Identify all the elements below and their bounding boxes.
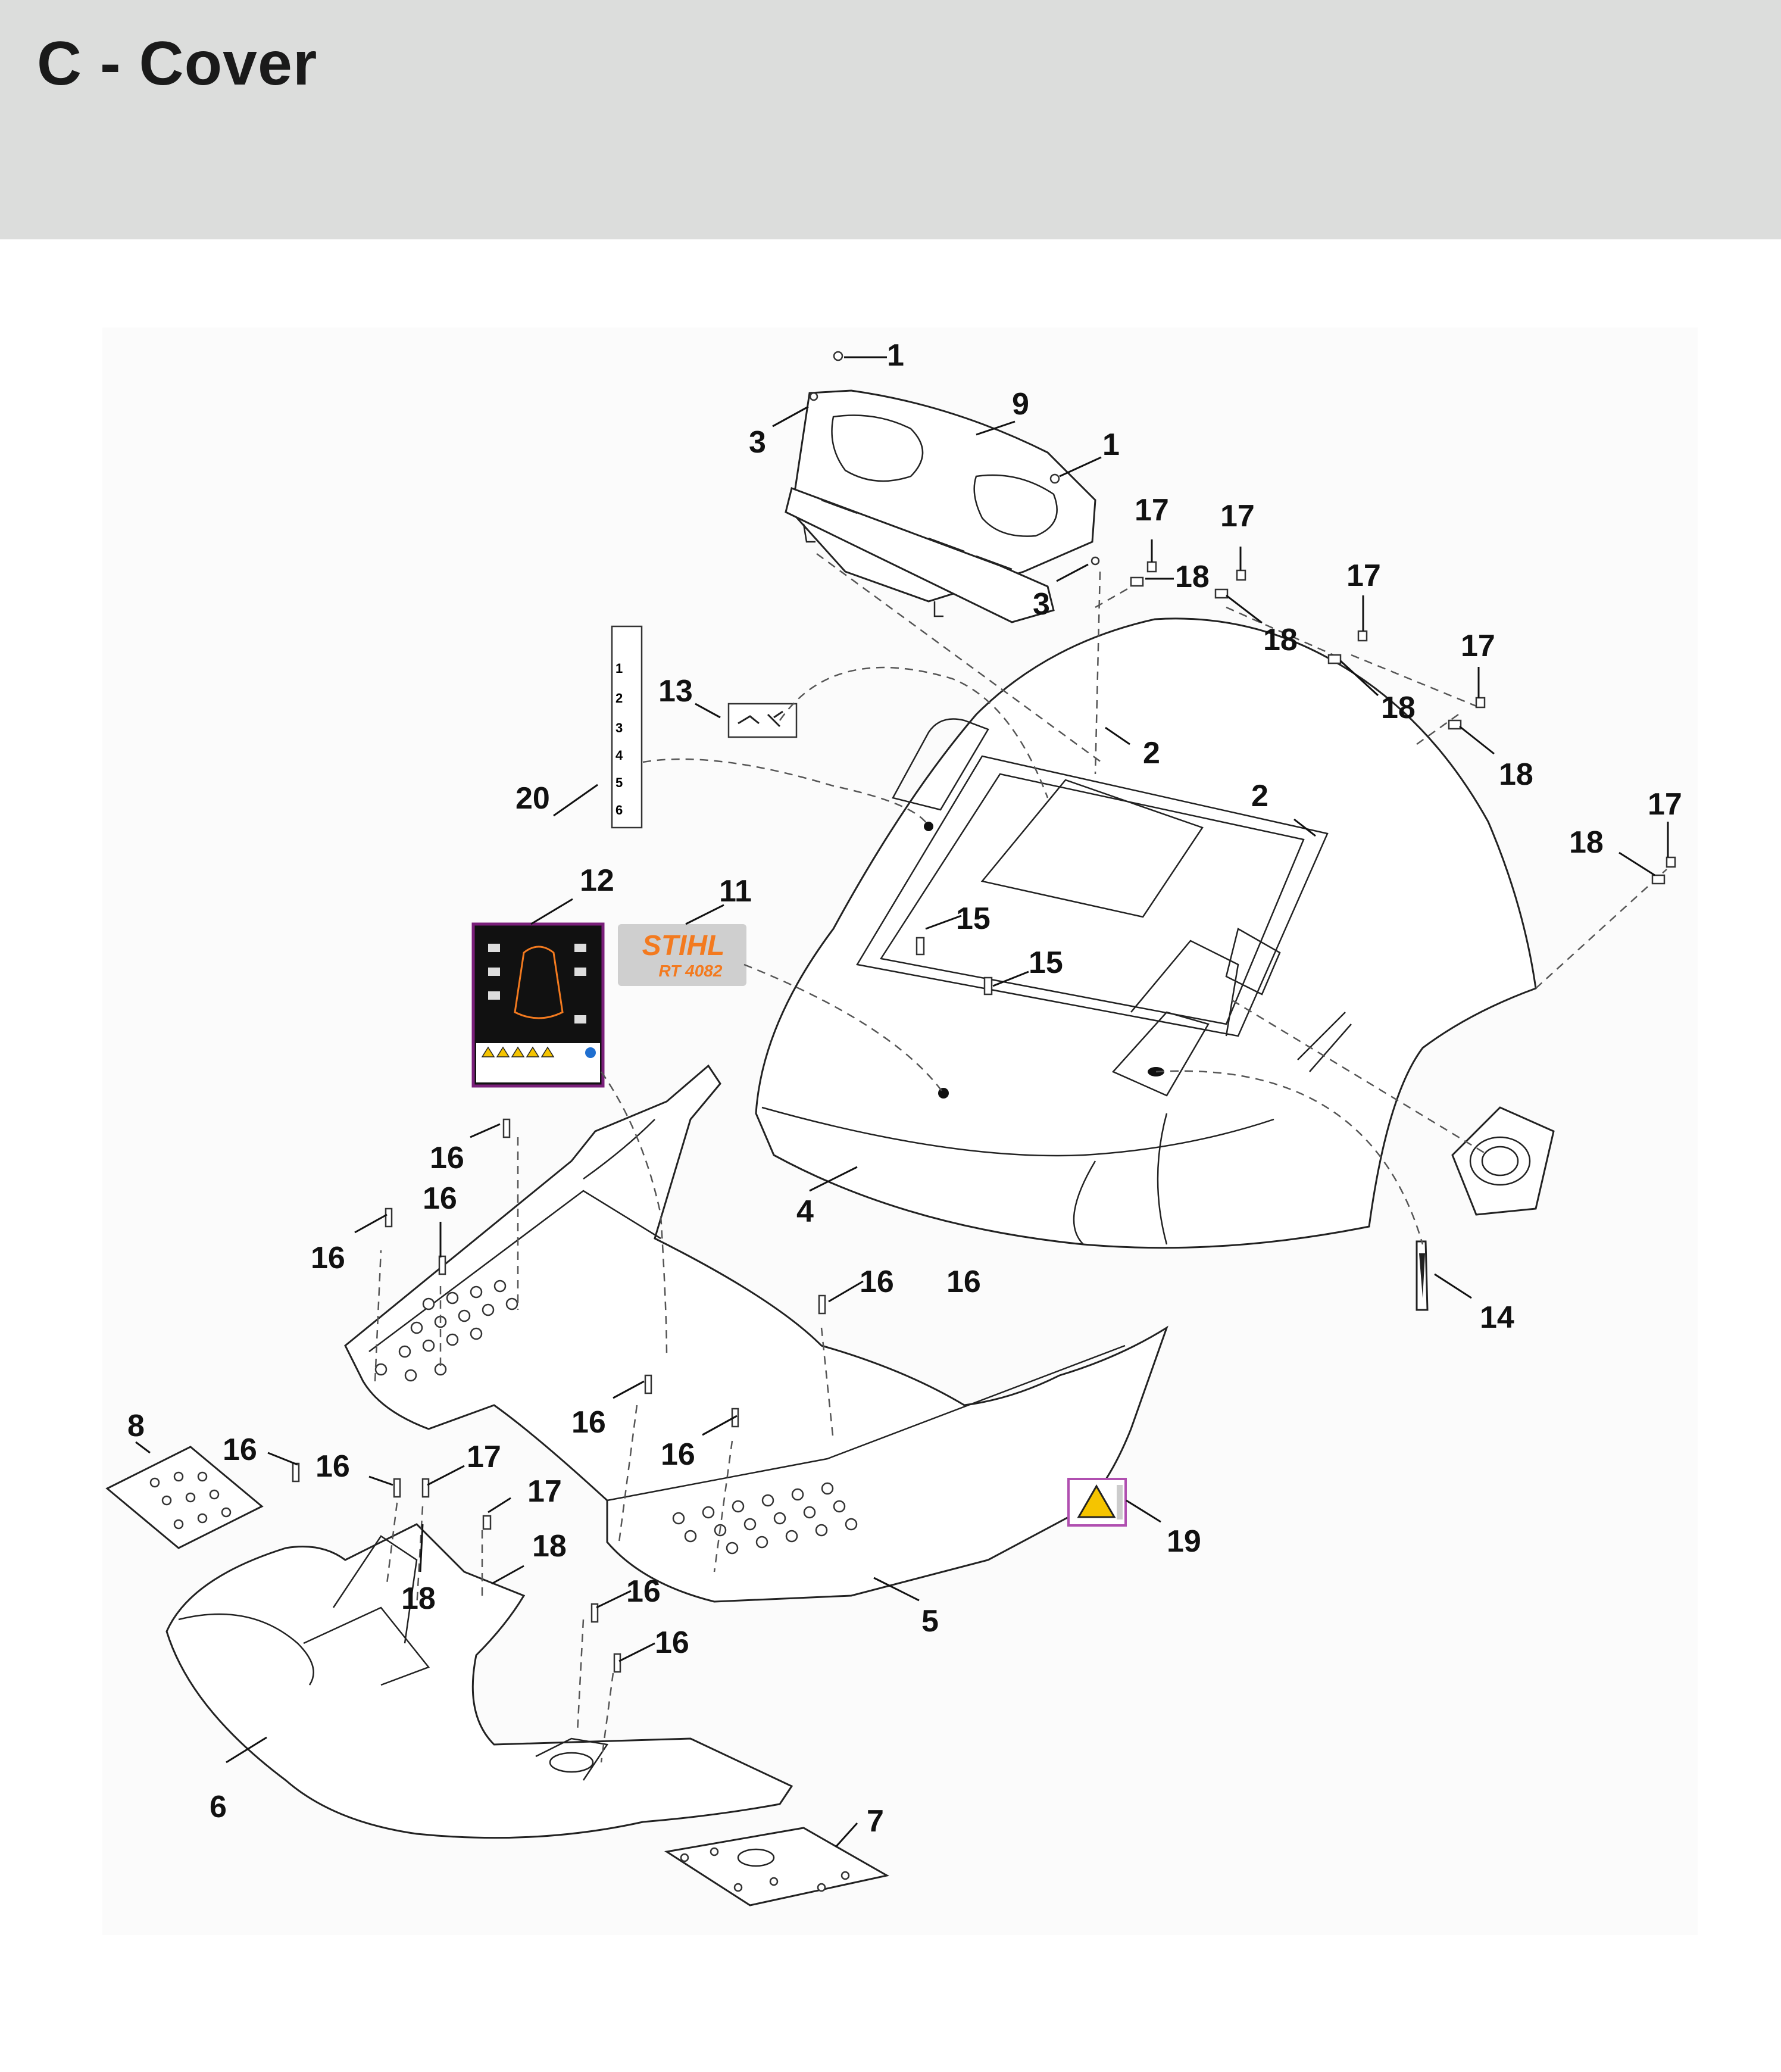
callout-16: 16 — [311, 1241, 345, 1275]
fasteners — [292, 351, 1676, 1673]
callout-3: 3 — [1033, 587, 1050, 622]
height-step-5: 5 — [615, 775, 623, 790]
callout-4: 4 — [796, 1194, 814, 1229]
callout-17: 17 — [1346, 558, 1381, 593]
callout-16: 16 — [661, 1437, 695, 1472]
callout-9: 9 — [1012, 387, 1029, 422]
decal-19-warning — [1067, 1478, 1127, 1527]
assembly-lines — [374, 553, 1667, 1763]
callout-16: 16 — [223, 1433, 257, 1467]
callout-17: 17 — [1648, 787, 1682, 822]
callout-1: 1 — [1102, 427, 1120, 462]
part-14-cap — [1416, 1106, 1555, 1311]
callout-18: 18 — [1175, 560, 1210, 594]
part-7-plate — [664, 1827, 890, 1906]
callout-20: 20 — [515, 781, 550, 816]
decal-11-stihl: STIHL RT 4082 — [618, 924, 746, 986]
callout-18: 18 — [401, 1581, 436, 1616]
part-9-tray — [785, 389, 1096, 623]
callout-17: 17 — [1135, 493, 1169, 528]
callout-16: 16 — [860, 1265, 894, 1299]
callout-8: 8 — [127, 1409, 145, 1443]
leader-lines — [135, 356, 1669, 1848]
stihl-model-text: RT 4082 — [659, 962, 723, 980]
callout-16: 16 — [423, 1181, 457, 1216]
callout-12: 12 — [580, 863, 614, 898]
decal-12-controls-label — [471, 922, 605, 1088]
floor-holes — [374, 1280, 858, 1555]
callout-numbers: 1 1 2 2 3 3 4 5 6 7 8 9 11 12 13 14 15 1… — [127, 338, 1682, 1839]
height-step-1: 1 — [615, 661, 623, 676]
height-step-2: 2 — [615, 691, 623, 706]
part-4-hood — [755, 617, 1537, 1249]
callout-1: 1 — [887, 338, 904, 373]
callout-2: 2 — [1251, 779, 1268, 813]
height-step-6: 6 — [615, 803, 623, 817]
callout-5: 5 — [921, 1604, 939, 1639]
callout-16: 16 — [315, 1449, 350, 1484]
callout-7: 7 — [867, 1804, 884, 1839]
callout-18: 18 — [1569, 825, 1604, 860]
part-8-plate — [105, 1446, 264, 1549]
callout-3: 3 — [749, 425, 766, 460]
callout-16: 16 — [571, 1405, 606, 1440]
callout-19: 19 — [1167, 1524, 1201, 1559]
callout-14: 14 — [1480, 1300, 1514, 1335]
callout-17: 17 — [467, 1440, 501, 1474]
callout-6: 6 — [210, 1790, 227, 1824]
callout-17: 17 — [1220, 499, 1255, 533]
callout-16: 16 — [626, 1574, 661, 1609]
part-5-floor — [344, 1064, 1168, 1603]
callout-18: 18 — [1499, 757, 1533, 792]
decal-20-height-scale: 1 2 3 4 5 6 — [611, 625, 643, 829]
stihl-logo-text: STIHL — [642, 930, 725, 962]
part-6-front-cover — [165, 1523, 793, 1839]
callout-18: 18 — [1381, 691, 1416, 725]
page-title: C - Cover — [37, 29, 318, 98]
header-bar: C - Cover — [0, 0, 1781, 239]
decal-13 — [727, 703, 798, 738]
height-step-4: 4 — [615, 748, 623, 763]
height-step-3: 3 — [615, 720, 623, 735]
callout-17: 17 — [527, 1474, 562, 1509]
callout-18: 18 — [1263, 623, 1298, 657]
callout-11: 11 — [719, 874, 752, 909]
callout-16: 16 — [655, 1625, 689, 1660]
callout-13: 13 — [658, 674, 693, 709]
callout-15: 15 — [956, 901, 991, 936]
callout-17: 17 — [1461, 629, 1495, 663]
callout-16: 16 — [430, 1141, 464, 1175]
callout-2: 2 — [1143, 736, 1160, 770]
callout-16: 16 — [946, 1265, 981, 1299]
callout-15: 15 — [1029, 945, 1063, 980]
callout-18: 18 — [532, 1529, 567, 1564]
